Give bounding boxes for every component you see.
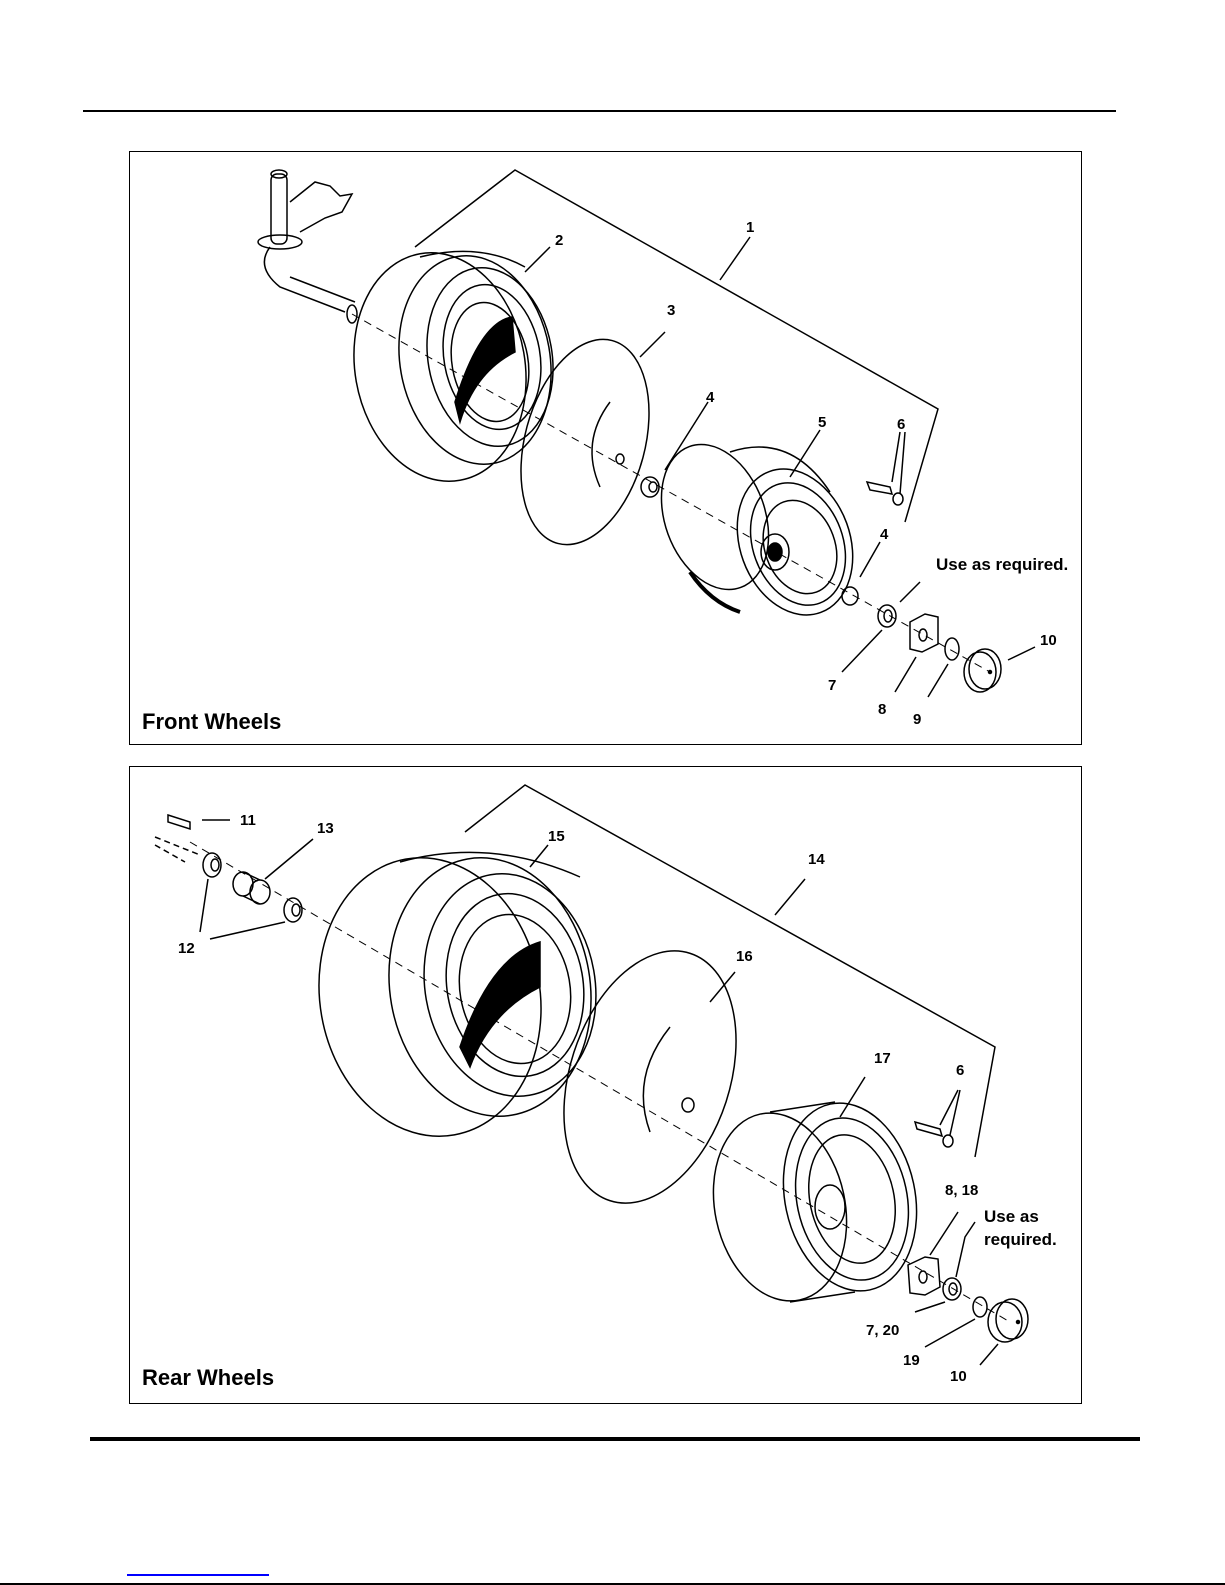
washer-icon [942, 1277, 962, 1301]
callout-4b: 4 [880, 526, 889, 543]
bearing-icon [841, 586, 859, 606]
rear-rim-icon [712, 1101, 918, 1303]
callout-6: 6 [956, 1062, 964, 1079]
callout-5: 5 [818, 414, 826, 431]
leader-14 [774, 878, 806, 916]
callout-3: 3 [667, 302, 675, 319]
usage-note: Use as required. [936, 555, 1068, 574]
callout-6: 6 [897, 416, 905, 433]
callout-17: 17 [874, 1050, 891, 1067]
valve-stem-icon [913, 1120, 954, 1148]
leader-8 [894, 656, 917, 693]
leader-note [955, 1221, 976, 1278]
washer-icon [202, 852, 222, 878]
leader-12a [199, 878, 209, 933]
callout-14: 14 [808, 851, 825, 868]
callout-7-20: 7, 20 [866, 1322, 899, 1339]
leader-15 [529, 844, 549, 868]
front-wheels-panel: 1 2 3 4 5 6 4 Use as required. 7 8 9 10 … [129, 151, 1082, 745]
assembly-bracket [414, 169, 939, 523]
callout-12: 12 [178, 940, 195, 957]
bearing-icon [640, 476, 660, 498]
leader-5 [789, 429, 821, 478]
hyperlink-underline[interactable] [127, 1574, 269, 1576]
leader-7 [841, 629, 883, 673]
leader-9 [927, 663, 949, 698]
rear-wheels-diagram: 11 12 13 14 15 16 17 6 8, 18 Use as requ… [154, 784, 1057, 1385]
callout-10: 10 [950, 1368, 967, 1385]
axis-line [189, 841, 1011, 1323]
panel-title-rear: Rear Wheels [142, 1365, 275, 1390]
leader-6a [939, 1089, 959, 1126]
callout-7: 7 [828, 677, 836, 694]
page-edge [0, 1583, 1225, 1585]
usage-note-line2: required. [984, 1230, 1057, 1249]
rear-wheels-panel: 11 12 13 14 15 16 17 6 8, 18 Use as requ… [129, 766, 1082, 1404]
leader-note [899, 581, 921, 603]
leader-6b [899, 431, 906, 495]
callout-10: 10 [1040, 632, 1057, 649]
callout-1: 1 [746, 219, 754, 236]
washer-icon [283, 897, 303, 923]
plate-icon [909, 613, 939, 653]
key-icon [167, 813, 191, 831]
callout-4a: 4 [706, 389, 715, 406]
callout-16: 16 [736, 948, 753, 965]
callout-15: 15 [548, 828, 565, 845]
axis-line [351, 313, 991, 673]
leader-10 [979, 1343, 999, 1366]
leader-13 [264, 838, 314, 880]
leader-2 [524, 246, 551, 273]
leader-4b [859, 541, 881, 578]
callout-13: 13 [317, 820, 334, 837]
panel-title-front: Front Wheels [142, 709, 282, 734]
callout-11: 11 [240, 812, 256, 829]
leader-16 [709, 971, 736, 1003]
callout-2: 2 [555, 232, 563, 249]
front-tire-icon [353, 250, 554, 482]
inner-tube-icon [563, 950, 737, 1204]
retaining-ring-icon [972, 1296, 988, 1318]
header-rule [83, 110, 1116, 112]
callout-8: 8 [878, 701, 886, 718]
plate-icon [907, 1256, 941, 1296]
hub-cap-icon [963, 648, 1002, 693]
leader-6a [891, 431, 901, 483]
leader-17 [839, 1076, 866, 1118]
inner-tube-icon [520, 338, 650, 546]
callout-19: 19 [903, 1352, 920, 1369]
leader-12b [209, 921, 286, 940]
callout-9: 9 [913, 711, 921, 728]
leader-1 [719, 236, 751, 281]
front-rim-icon [660, 443, 854, 616]
assembly-bracket [464, 784, 996, 1158]
rear-tire-icon [318, 851, 597, 1137]
leader-19 [924, 1318, 976, 1348]
retaining-ring-icon [944, 637, 960, 661]
footer-rule [90, 1437, 1140, 1441]
hub-cap-icon [987, 1298, 1029, 1343]
axle-icon [154, 836, 201, 863]
spindle-icon [257, 169, 358, 324]
leader-720 [914, 1301, 946, 1313]
usage-note-line1: Use as [984, 1207, 1039, 1226]
leader-3 [639, 331, 666, 358]
leader-6b [949, 1089, 961, 1136]
valve-stem-icon [865, 480, 904, 506]
spacer-icon [232, 871, 271, 905]
leader-818 [929, 1211, 959, 1256]
washer-icon [877, 604, 897, 628]
callout-8-18: 8, 18 [945, 1182, 978, 1199]
leader-10 [1007, 646, 1036, 661]
front-wheels-diagram: 1 2 3 4 5 6 4 Use as required. 7 8 9 10 [257, 169, 1068, 728]
